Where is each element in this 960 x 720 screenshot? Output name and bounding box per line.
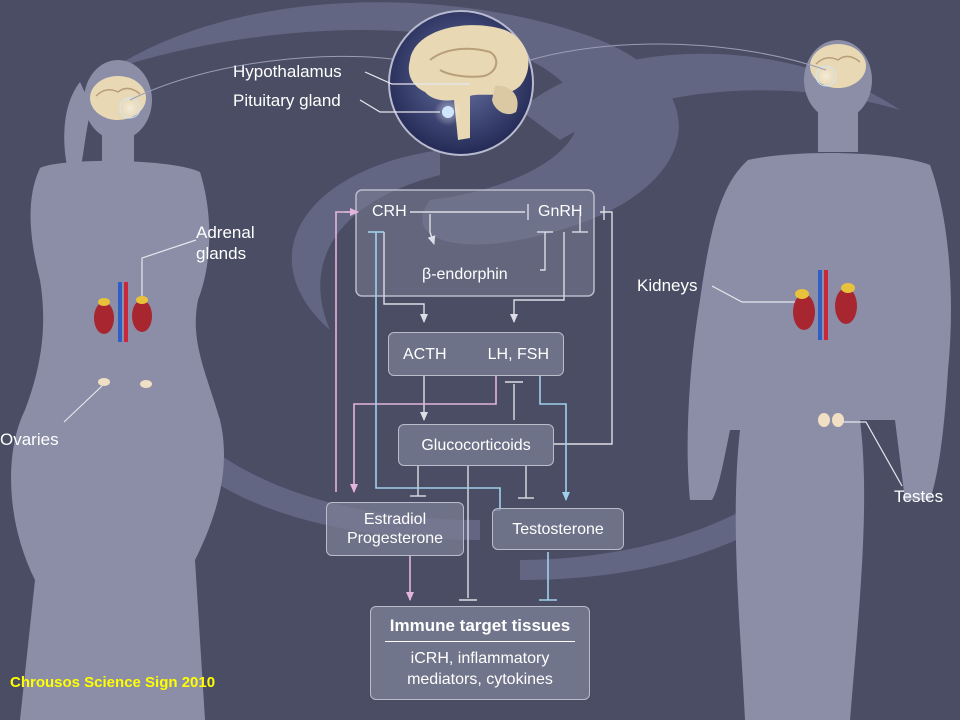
brain-cross-section-icon (388, 10, 534, 156)
hypothalamus-box (355, 189, 595, 297)
female-kidneys-icon (94, 282, 152, 342)
hypothalamus-label: Hypothalamus (233, 62, 342, 81)
gray-pathways (345, 204, 613, 601)
pink-pathways (335, 208, 497, 601)
immune-divider (385, 641, 575, 642)
female-ovaries-icon (98, 378, 152, 388)
female-brain-icon (90, 76, 146, 120)
adrenal-glands-label: Adrenal glands (196, 223, 255, 263)
immune-target-title: Immune target tissues (389, 616, 571, 635)
testosterone-node: Testosterone (492, 508, 624, 550)
ovaries-label: Ovaries (0, 430, 59, 449)
male-kidneys-icon (793, 270, 857, 340)
female-silhouette (11, 60, 224, 720)
acth-lhfsh-box: ACTH LH, FSH (388, 332, 564, 376)
male-silhouette (687, 40, 951, 720)
label-leaders (63, 71, 903, 487)
female-brain-connector (129, 55, 401, 101)
acth-node: ACTH (403, 345, 447, 363)
citation-text: Chrousos Science Sign 2010 (10, 674, 216, 691)
estradiol-progesterone-node: Estradiol Progesterone (326, 502, 464, 556)
testes-label: Testes (894, 487, 944, 506)
gnrh-node: GnRH (538, 203, 583, 220)
lh-fsh-node: LH, FSH (487, 345, 549, 363)
beta-endorphin-node: β-endorphin (422, 266, 508, 283)
glucocorticoids-node: Glucocorticoids (398, 424, 554, 466)
immune-target-body: iCRH, inflammatory mediators, cytokines (407, 650, 553, 688)
crh-node: CRH (372, 203, 407, 220)
kidneys-label: Kidneys (637, 276, 698, 295)
male-brain-icon (810, 44, 866, 88)
immune-target-tissues-box: Immune target tissues iCRH, inflammatory… (370, 606, 590, 700)
male-testes-icon (818, 413, 844, 427)
male-brain-connector (529, 43, 827, 71)
pituitary-gland-label: Pituitary gland (233, 91, 341, 110)
